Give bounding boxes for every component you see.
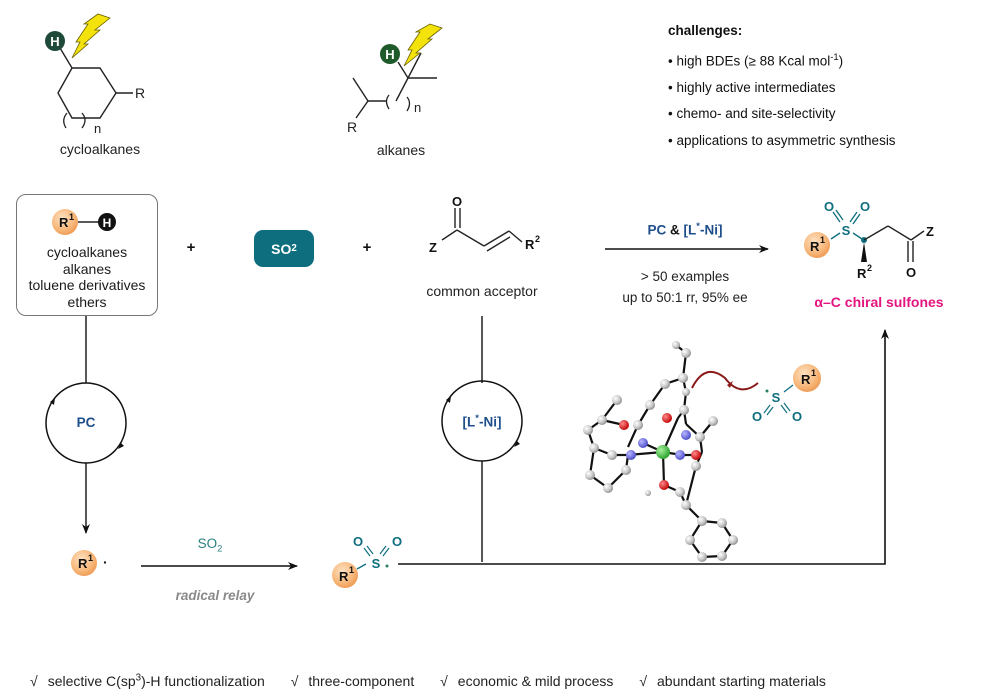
substrate-class: ethers (67, 293, 107, 310)
chain-bracket-left (385, 94, 390, 110)
r-label: R (135, 85, 145, 101)
feature-item: √three-component (290, 672, 415, 689)
svg-text:R: R (857, 266, 867, 281)
svg-text:1: 1 (820, 235, 825, 245)
feature-item: √selective C(sp3)-H functionalization (30, 672, 265, 689)
svg-text:O: O (752, 409, 762, 424)
substrate-class: cycloalkanes (46, 244, 128, 260)
svg-text:R: R (78, 556, 88, 571)
ring-size-bracket-right (81, 112, 86, 129)
radical-relay-label: radical relay (175, 588, 255, 603)
svg-text:R: R (801, 372, 811, 387)
svg-text:O: O (353, 534, 363, 549)
svg-text:1: 1 (811, 368, 816, 378)
acceptor-r2-sup: 2 (535, 234, 540, 244)
features-bar: √selective C(sp3)-H functionalization √t… (30, 672, 848, 689)
challenge-item: • chemo- and site-selectivity (668, 106, 836, 121)
cycloalkanes-label: cycloalkanes (60, 141, 140, 157)
nickel-complex-atoms (583, 341, 738, 562)
svg-text:1: 1 (88, 553, 93, 563)
cycloalkane-structure (57, 47, 133, 119)
challenges-list: challenges: • high BDEs (≥ 88 Kcal mol-1… (668, 18, 896, 154)
svg-text:S: S (372, 556, 381, 571)
product-label: α–C chiral sulfones (814, 294, 944, 310)
challenge-item: • highly active intermediates (668, 79, 836, 95)
check-icon: √ (290, 672, 299, 689)
alkane-structure (352, 52, 437, 119)
svg-text:1: 1 (349, 565, 354, 575)
svg-text:O: O (860, 199, 870, 214)
ni-cycle-label: [L*-Ni] (462, 413, 502, 430)
lightning-icon (71, 13, 111, 59)
substrate-classes: cycloalkanes alkanes toluene derivatives… (16, 244, 158, 310)
lightning-icon-2 (403, 23, 443, 67)
so2-arrow-label: SO2 (197, 536, 223, 555)
substrate-box (16, 194, 158, 316)
r1-radical: R 1 · (71, 550, 108, 576)
plus-sign-1: + (187, 239, 196, 256)
scope-selectivity: up to 50:1 rr, 95% ee (622, 290, 748, 305)
reaction-scope: > 50 examples up to 50:1 rr, 95% ee (590, 266, 780, 308)
n-label: n (94, 121, 101, 136)
check-icon: √ (30, 672, 38, 689)
acceptor-z: Z (429, 240, 437, 255)
h-atom-black: H (98, 213, 116, 231)
catalyst-conditions: PC & [L*-Ni] (647, 221, 723, 238)
n-label-2: n (414, 100, 421, 115)
scope-examples: > 50 examples (640, 269, 730, 284)
svg-text:O: O (392, 534, 402, 549)
check-icon: √ (639, 672, 647, 689)
svg-text:R: R (810, 239, 820, 254)
svg-text:H: H (103, 216, 112, 230)
svg-text:S: S (772, 390, 781, 405)
sulfonyl-radical: R 1 S O O (332, 534, 402, 588)
svg-text:2: 2 (867, 263, 872, 273)
chain-bracket-right (406, 96, 411, 112)
alkanes-label: alkanes (377, 142, 425, 158)
svg-text:H: H (50, 34, 59, 49)
plus-sign-2: + (363, 239, 372, 256)
acceptor-label: common acceptor (426, 283, 538, 299)
svg-text:R: R (339, 569, 349, 584)
svg-text:·: · (103, 554, 108, 570)
svg-text:R: R (59, 215, 69, 230)
attack-arrow-head (727, 381, 733, 388)
ring-size-bracket-left (63, 112, 68, 129)
substrate-class: alkanes (62, 260, 112, 277)
check-icon: √ (440, 672, 448, 689)
feature-item: √abundant starting materials (639, 672, 826, 689)
svg-text:S: S (842, 223, 851, 238)
svg-text:O: O (824, 199, 834, 214)
sulfonyl-radical-approaching: R 1 S O O (752, 364, 821, 424)
pc-cycle-label: PC (76, 415, 96, 430)
challenge-item: • high BDEs (≥ 88 Kcal mol-1) (668, 51, 844, 69)
r-label-2: R (347, 119, 357, 135)
h-atom-icon: H (45, 31, 65, 51)
svg-text:Z: Z (926, 224, 934, 239)
substrate-class: toluene derivatives (28, 277, 146, 293)
r1-ball: R 1 (52, 209, 78, 235)
acceptor-oxygen: O (452, 194, 462, 209)
svg-text:1: 1 (69, 212, 74, 222)
challenge-item: • applications to asymmetric synthesis (668, 132, 896, 148)
radical-attack-arrow (691, 370, 759, 391)
challenges-title: challenges: (668, 23, 743, 38)
svg-text:O: O (906, 265, 916, 280)
ch-bond (397, 61, 409, 79)
to-product-arrow (398, 329, 889, 565)
feature-item: √economic & mild process (440, 672, 614, 689)
acceptor-structure (441, 208, 523, 252)
product-structure: R 1 S O O Z O R 2 (804, 199, 934, 281)
h-atom-icon-2: H (380, 44, 400, 64)
svg-text:H: H (385, 47, 394, 62)
acceptor-r2: R (525, 237, 535, 252)
svg-text:O: O (792, 409, 802, 424)
